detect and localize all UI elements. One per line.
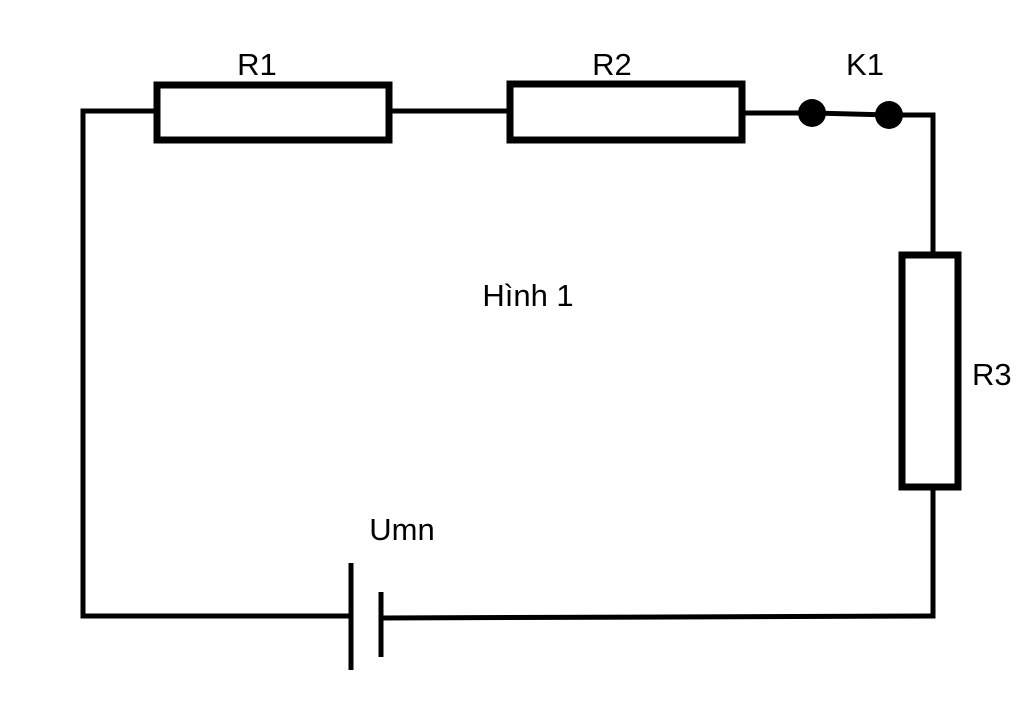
resistor-r1 [153,81,393,144]
label-r1: R1 [237,47,277,82]
switch-k1 [798,99,903,129]
wire-bottom-right [378,613,936,621]
label-r2: R2 [592,47,632,82]
switch-contact-right [875,101,903,129]
circuit-wires [80,108,936,621]
resistor-r2 [506,80,746,144]
switch-contact-left [798,99,826,127]
label-r3: R3 [972,357,1012,392]
resistor-r3 [898,251,962,491]
label-k1: K1 [846,47,884,82]
battery-umn [348,563,384,670]
label-umn: Umn [369,512,434,547]
figure-caption: Hình 1 [482,278,573,313]
